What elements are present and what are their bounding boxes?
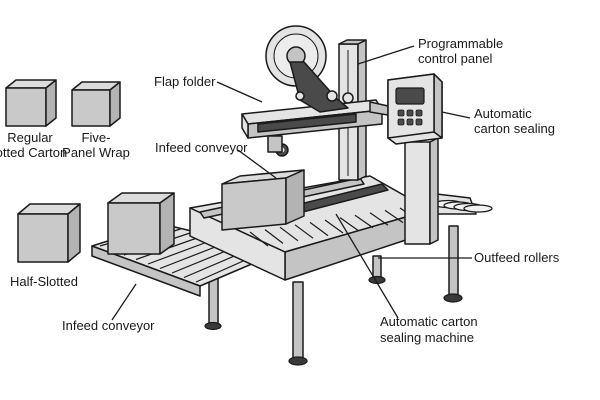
main-roller: [294, 224, 314, 239]
main-roller: [264, 229, 284, 244]
main-roller: [339, 217, 359, 231]
half-slotted-label: Half-Slotted: [10, 274, 78, 289]
five-panel-label-line1: Five-: [82, 130, 111, 145]
main-roller: [369, 212, 389, 226]
main-roller: [309, 221, 329, 237]
tape-roll-icon: [265, 25, 354, 113]
outfeed-roller: [463, 204, 493, 213]
regular-slotted-carton: [5, 79, 57, 127]
programmable-control-panel: [387, 73, 443, 145]
half-slotted-carton: [17, 203, 81, 263]
panel-button: [406, 118, 414, 126]
main-roller: [279, 226, 299, 242]
panel-button: [397, 118, 405, 126]
main-roller: [354, 214, 374, 229]
outfeed-rollers: [433, 199, 493, 213]
label-sealing-machine-line2: sealing machine: [380, 330, 474, 345]
panel-buttons: [397, 109, 423, 126]
label-programmable-line2: control panel: [418, 51, 493, 66]
label-auto-sealing-line2: carton sealing: [474, 121, 555, 136]
label-programmable-line1: Programmable: [418, 36, 503, 51]
panel-button: [415, 118, 423, 126]
label-flap-folder: Flap folder: [154, 74, 216, 89]
label-sealing-machine-line1: Automatic carton: [380, 314, 478, 329]
carton-in-machine: [221, 169, 305, 231]
carton-on-infeed: [107, 192, 175, 255]
regular-slotted-label-line2: lotted Carton: [0, 145, 67, 160]
main-roller: [384, 209, 404, 224]
main-roller: [324, 219, 344, 234]
label-auto-sealing-line1: Automatic: [474, 106, 532, 121]
panel-button: [397, 109, 405, 117]
panel-button: [406, 109, 414, 117]
five-panel-wrap-carton: [71, 81, 121, 127]
infeed-roller: [135, 234, 206, 261]
five-panel-label-line2: Panel Wrap: [62, 145, 130, 160]
label-infeed-conveyor-top: Infeed conveyor: [155, 140, 248, 155]
label-outfeed-rollers: Outfeed rollers: [474, 250, 560, 265]
top-head-assembly: [241, 99, 383, 157]
main-roller: [249, 231, 269, 247]
machine-legs: [204, 225, 463, 366]
leader-lines: [111, 45, 472, 321]
panel-button: [415, 109, 423, 117]
label-infeed-conveyor-bottom: Infeed conveyor: [62, 318, 155, 333]
panel-display: [395, 87, 425, 105]
regular-slotted-label-line1: Regular: [7, 130, 53, 145]
